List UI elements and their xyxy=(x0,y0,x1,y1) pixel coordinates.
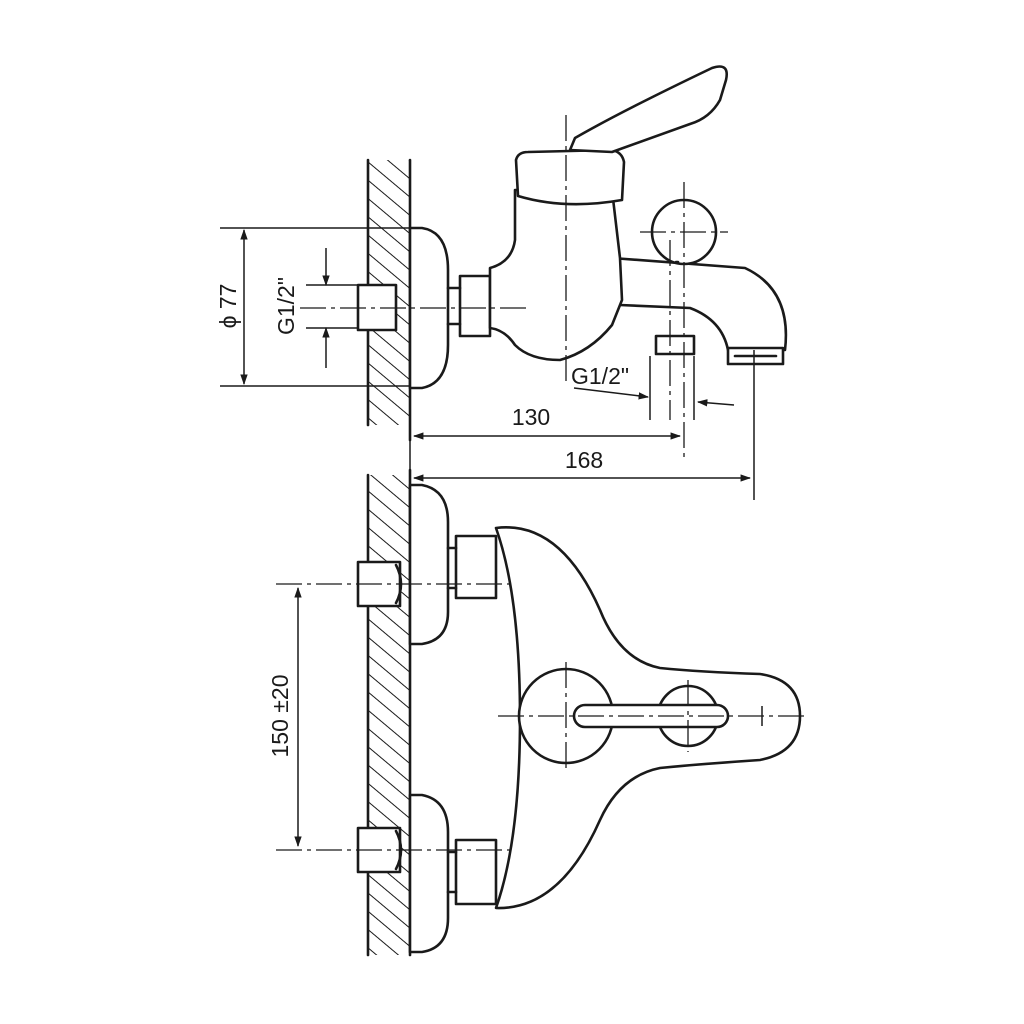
spout-axis-label: 130 xyxy=(512,404,550,430)
mixer-body xyxy=(488,188,624,362)
outlet-thread-label: G1/2" xyxy=(571,363,629,389)
side-view: ϕ 77 G1/2" G1/2" 130 168 xyxy=(215,65,788,500)
bottom-outlet xyxy=(654,334,696,356)
diameter-dimension xyxy=(220,227,410,387)
inlet-thread-label: G1/2" xyxy=(273,277,299,335)
spout-tip-label: 168 xyxy=(565,447,603,473)
mixer-cap xyxy=(514,148,626,206)
lever-handle xyxy=(568,65,728,154)
inlet-thread-dimension xyxy=(306,248,358,368)
escutcheon-upper xyxy=(408,483,450,646)
horizontal-dimensions xyxy=(409,350,755,500)
connection-nut xyxy=(458,274,492,338)
outlet-thread-dimension xyxy=(573,356,735,420)
nut-upper xyxy=(454,534,498,600)
spout xyxy=(610,256,788,352)
wall-section-bottom xyxy=(366,468,412,957)
nut-lower xyxy=(454,838,498,906)
front-view: 150 ±20 xyxy=(267,468,808,957)
diameter-label: ϕ 77 xyxy=(215,284,241,329)
escutcheon-lower xyxy=(408,793,450,954)
inlet-spacing-label: 150 ±20 xyxy=(267,675,293,758)
